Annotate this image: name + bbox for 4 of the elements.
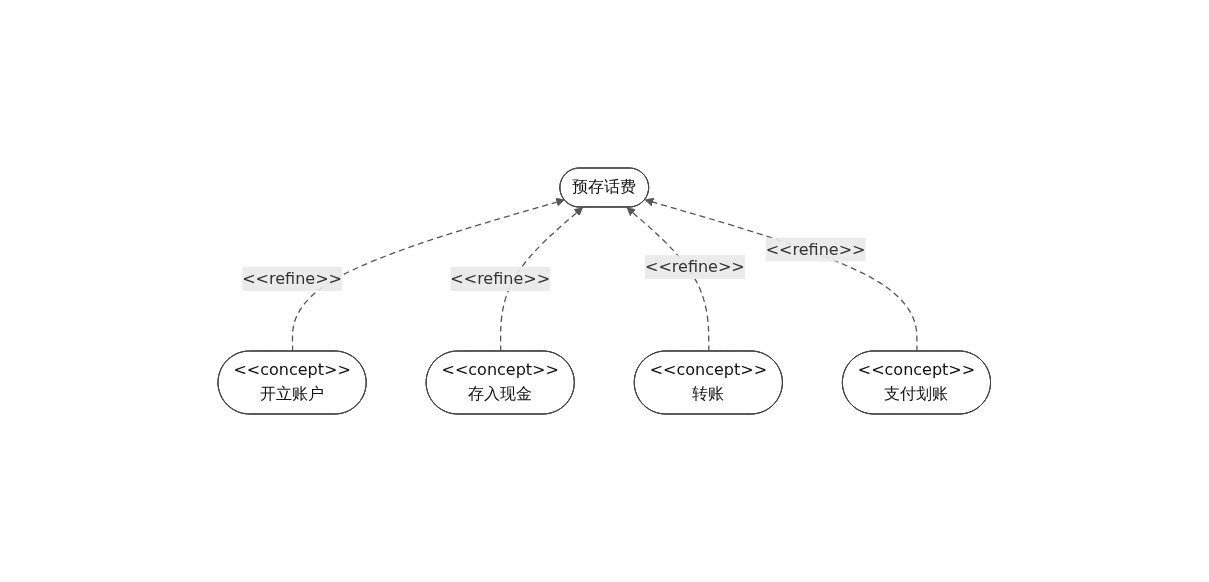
edge-label: <<refine>> — [450, 268, 551, 288]
edge-label: <<refine>> — [765, 239, 866, 259]
edge-label: <<refine>> — [645, 257, 745, 277]
edge-label: <<refine>> — [242, 268, 343, 288]
